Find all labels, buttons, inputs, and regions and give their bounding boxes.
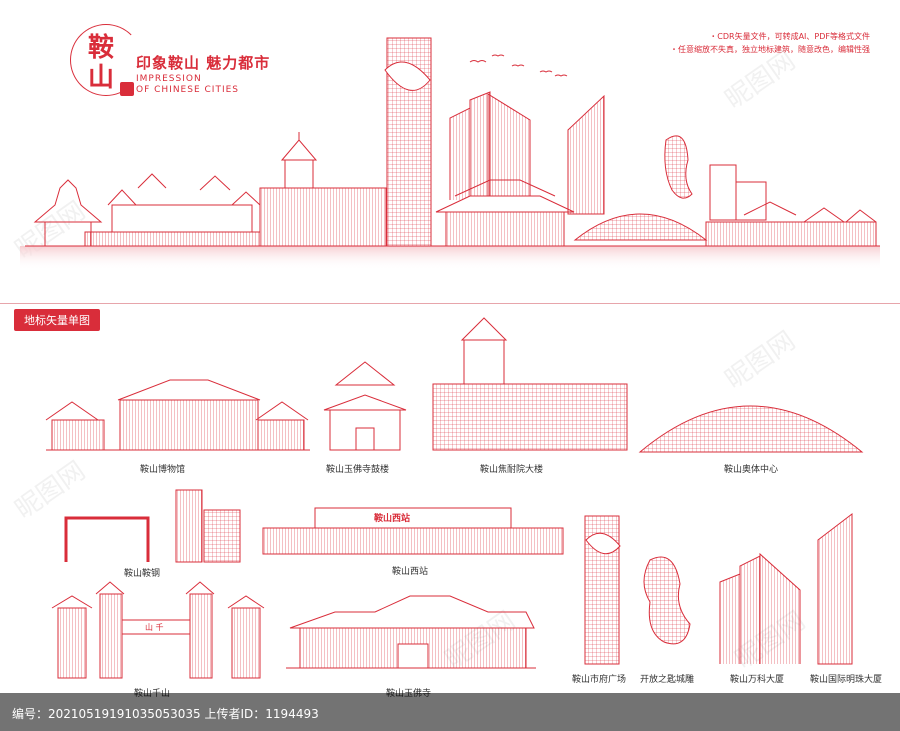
- footer-info: 编号：20210519191035053035 上传者ID：1194493: [12, 707, 319, 721]
- footer-bar: [0, 693, 900, 731]
- caption-west-station: 鞍山西站: [392, 567, 429, 577]
- skyline-pavilion: [33, 179, 103, 223]
- file-note-1: ・CDR矢量文件，可转成AI、PDF等格式文件: [709, 32, 870, 41]
- seal-stamp: [120, 82, 134, 96]
- slogan-en-2: OF CHINESE CITIES: [136, 85, 239, 95]
- caption-olympic-center: 鞍山奥体中心: [724, 465, 779, 475]
- museum-roofs: [45, 379, 309, 421]
- slogan-cn: 印象鞍山 魅力都市: [136, 54, 271, 72]
- gate-sign: 山 千: [145, 623, 164, 632]
- logo-char-top: 鞍: [88, 33, 115, 63]
- caption-drum-tower: 鞍山玉佛寺鼓楼: [326, 465, 390, 475]
- section-tag: 地标矢量单图: [14, 309, 100, 331]
- caption-museum: 鞍山博物馆: [140, 465, 186, 475]
- caption-vanke: 鞍山万科大厦: [730, 675, 785, 685]
- caption-city-plaza: 鞍山市府广场: [572, 675, 627, 685]
- caption-pearl-tower: 鞍山国际明珠大厦: [810, 675, 883, 685]
- birds: [469, 54, 568, 77]
- slogan-en-1: IMPRESSION: [136, 74, 202, 84]
- caption-research-institute: 鞍山焦耐院大楼: [480, 465, 544, 475]
- logo-char-bottom: 山: [88, 63, 115, 93]
- file-note-2: ・任意缩放不失真，独立地标建筑，随意改色，编辑性强: [670, 45, 870, 54]
- skyline-glow: [20, 246, 880, 270]
- logo-circle: [70, 24, 142, 96]
- caption-key-sculpture: 开放之匙城雕: [640, 675, 695, 685]
- station-sign: 鞍山西站: [374, 514, 411, 524]
- section-divider: [0, 303, 900, 304]
- caption-angang: 鞍山鞍钢: [124, 569, 161, 579]
